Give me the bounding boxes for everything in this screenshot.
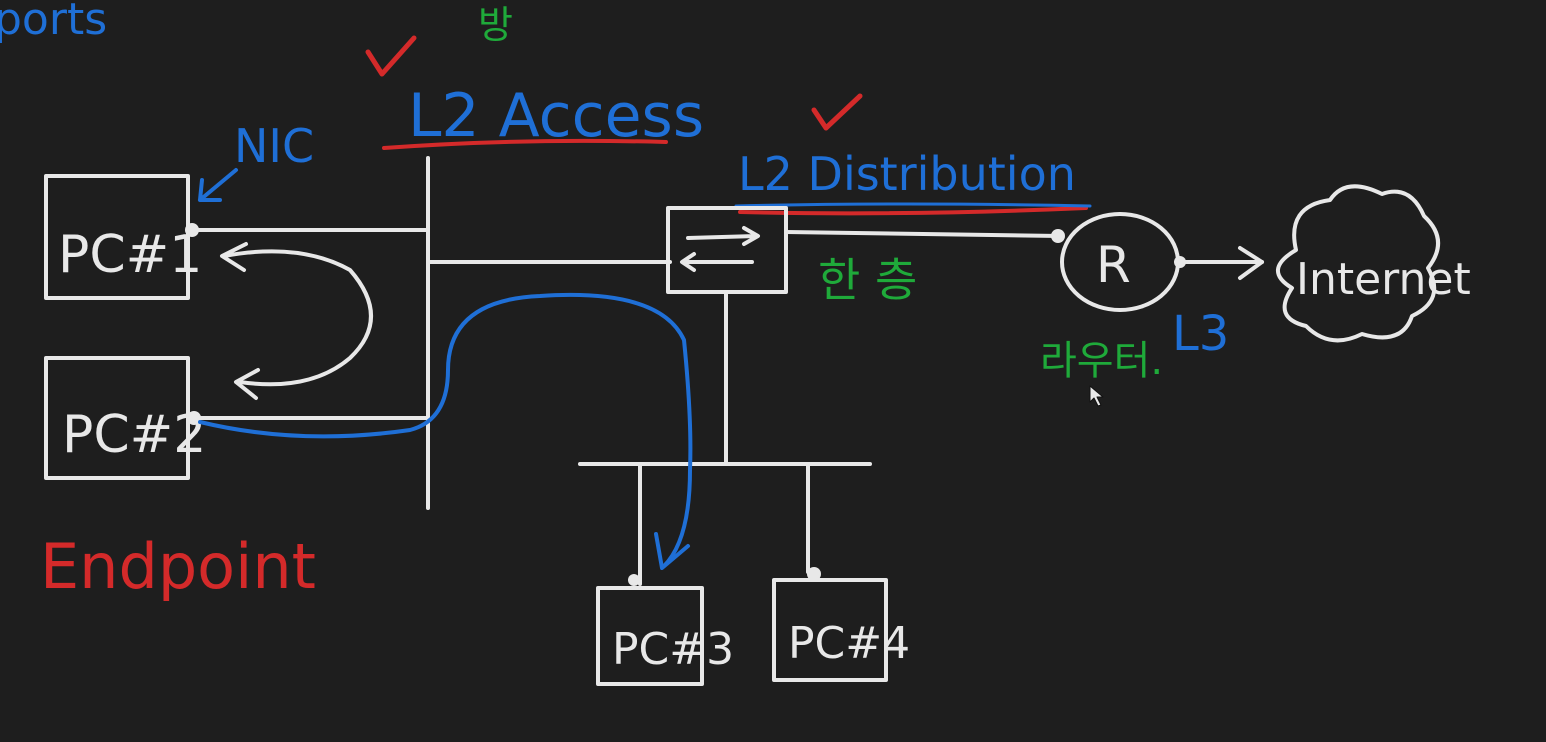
pc4-nic-port	[807, 567, 821, 581]
pc1-pc2-curved-arrow-icon	[222, 249, 373, 387]
pc1-label: PC#1	[58, 225, 202, 285]
l3-label: L3	[1172, 306, 1229, 362]
one-layer-label: 한 층	[818, 253, 917, 307]
distribution-switch	[666, 206, 788, 294]
nic-arrow-icon	[198, 168, 238, 202]
l2-distribution-underline-red	[738, 206, 1088, 216]
arrowhead-icon	[234, 368, 260, 400]
pc3-box	[596, 586, 704, 686]
l2-distribution-label: L2 Distribution	[738, 147, 1076, 201]
endpoint-label: Endpoint	[40, 530, 316, 603]
internet-cloud-icon	[1276, 184, 1441, 343]
nic-label: NIC	[234, 119, 314, 173]
pc3-label: PC#3	[612, 624, 734, 675]
mouse-cursor-icon	[1089, 385, 1104, 407]
router-label: R	[1096, 236, 1131, 294]
switch-arrows-icon	[680, 226, 760, 272]
pc2-nic-port	[187, 411, 201, 425]
blue-arrowhead-icon	[654, 532, 690, 570]
arrowhead-icon	[220, 242, 248, 272]
pc1-box	[44, 174, 190, 300]
check-mark-icon	[811, 93, 863, 131]
check-mark-icon	[365, 35, 417, 77]
top-green-label: 방	[478, 3, 513, 47]
pc4-box	[772, 578, 888, 682]
internet-label: Internet	[1296, 254, 1471, 305]
router-port	[1051, 229, 1065, 243]
l2-access-underline	[382, 138, 668, 150]
pc2-to-pc3-path-arrow	[198, 292, 693, 568]
pc3-nic-port	[628, 574, 640, 586]
pc2-label: PC#2	[62, 405, 206, 465]
pc1-nic-port	[185, 223, 199, 237]
top-left-label: ports	[0, 0, 107, 45]
internet-arrowhead-icon	[1238, 246, 1264, 280]
switch-to-router-link	[784, 230, 1062, 238]
l2-distribution-underline-blue	[734, 202, 1092, 208]
pc4-label: PC#4	[788, 618, 910, 669]
router-note-label: 라우터.	[1040, 338, 1163, 384]
